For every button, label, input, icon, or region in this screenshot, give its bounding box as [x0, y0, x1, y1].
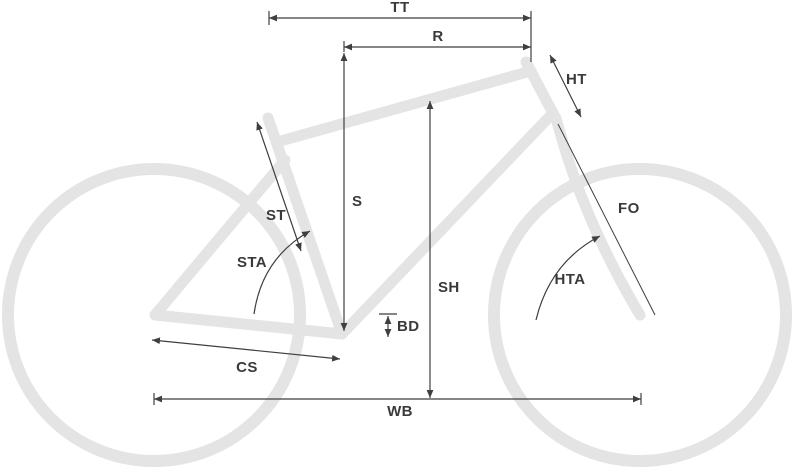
wheelbase-label: WB	[387, 403, 413, 420]
dim-seat-tube-line	[256, 121, 302, 252]
rear-wheel	[2, 163, 306, 467]
seat-tube-angle-label: STA	[237, 254, 267, 271]
top-tube	[271, 65, 537, 148]
stack-label: S	[352, 193, 362, 210]
reach-label: R	[432, 28, 443, 45]
fork	[550, 112, 646, 321]
seat-tube-angle-arc	[253, 230, 311, 315]
chainstay-label: CS	[236, 359, 258, 376]
steering-axis-line	[557, 123, 656, 316]
dim-chainstay-line	[151, 337, 341, 362]
standover-label: SH	[438, 279, 460, 296]
head-tube-label: HT	[566, 71, 587, 88]
fork-offset-label: FO	[618, 200, 640, 217]
front-wheel	[488, 163, 792, 467]
dim-head-tube-line	[549, 54, 582, 118]
head-tube-angle-arc	[535, 235, 601, 321]
head-tube-angle-label: HTA	[555, 271, 586, 288]
bb-drop-label: BD	[397, 318, 419, 335]
top-tube-label: TT	[390, 0, 409, 16]
down-tube	[336, 107, 559, 340]
chainstay	[149, 309, 348, 340]
seat-tube-label: ST	[266, 207, 286, 224]
